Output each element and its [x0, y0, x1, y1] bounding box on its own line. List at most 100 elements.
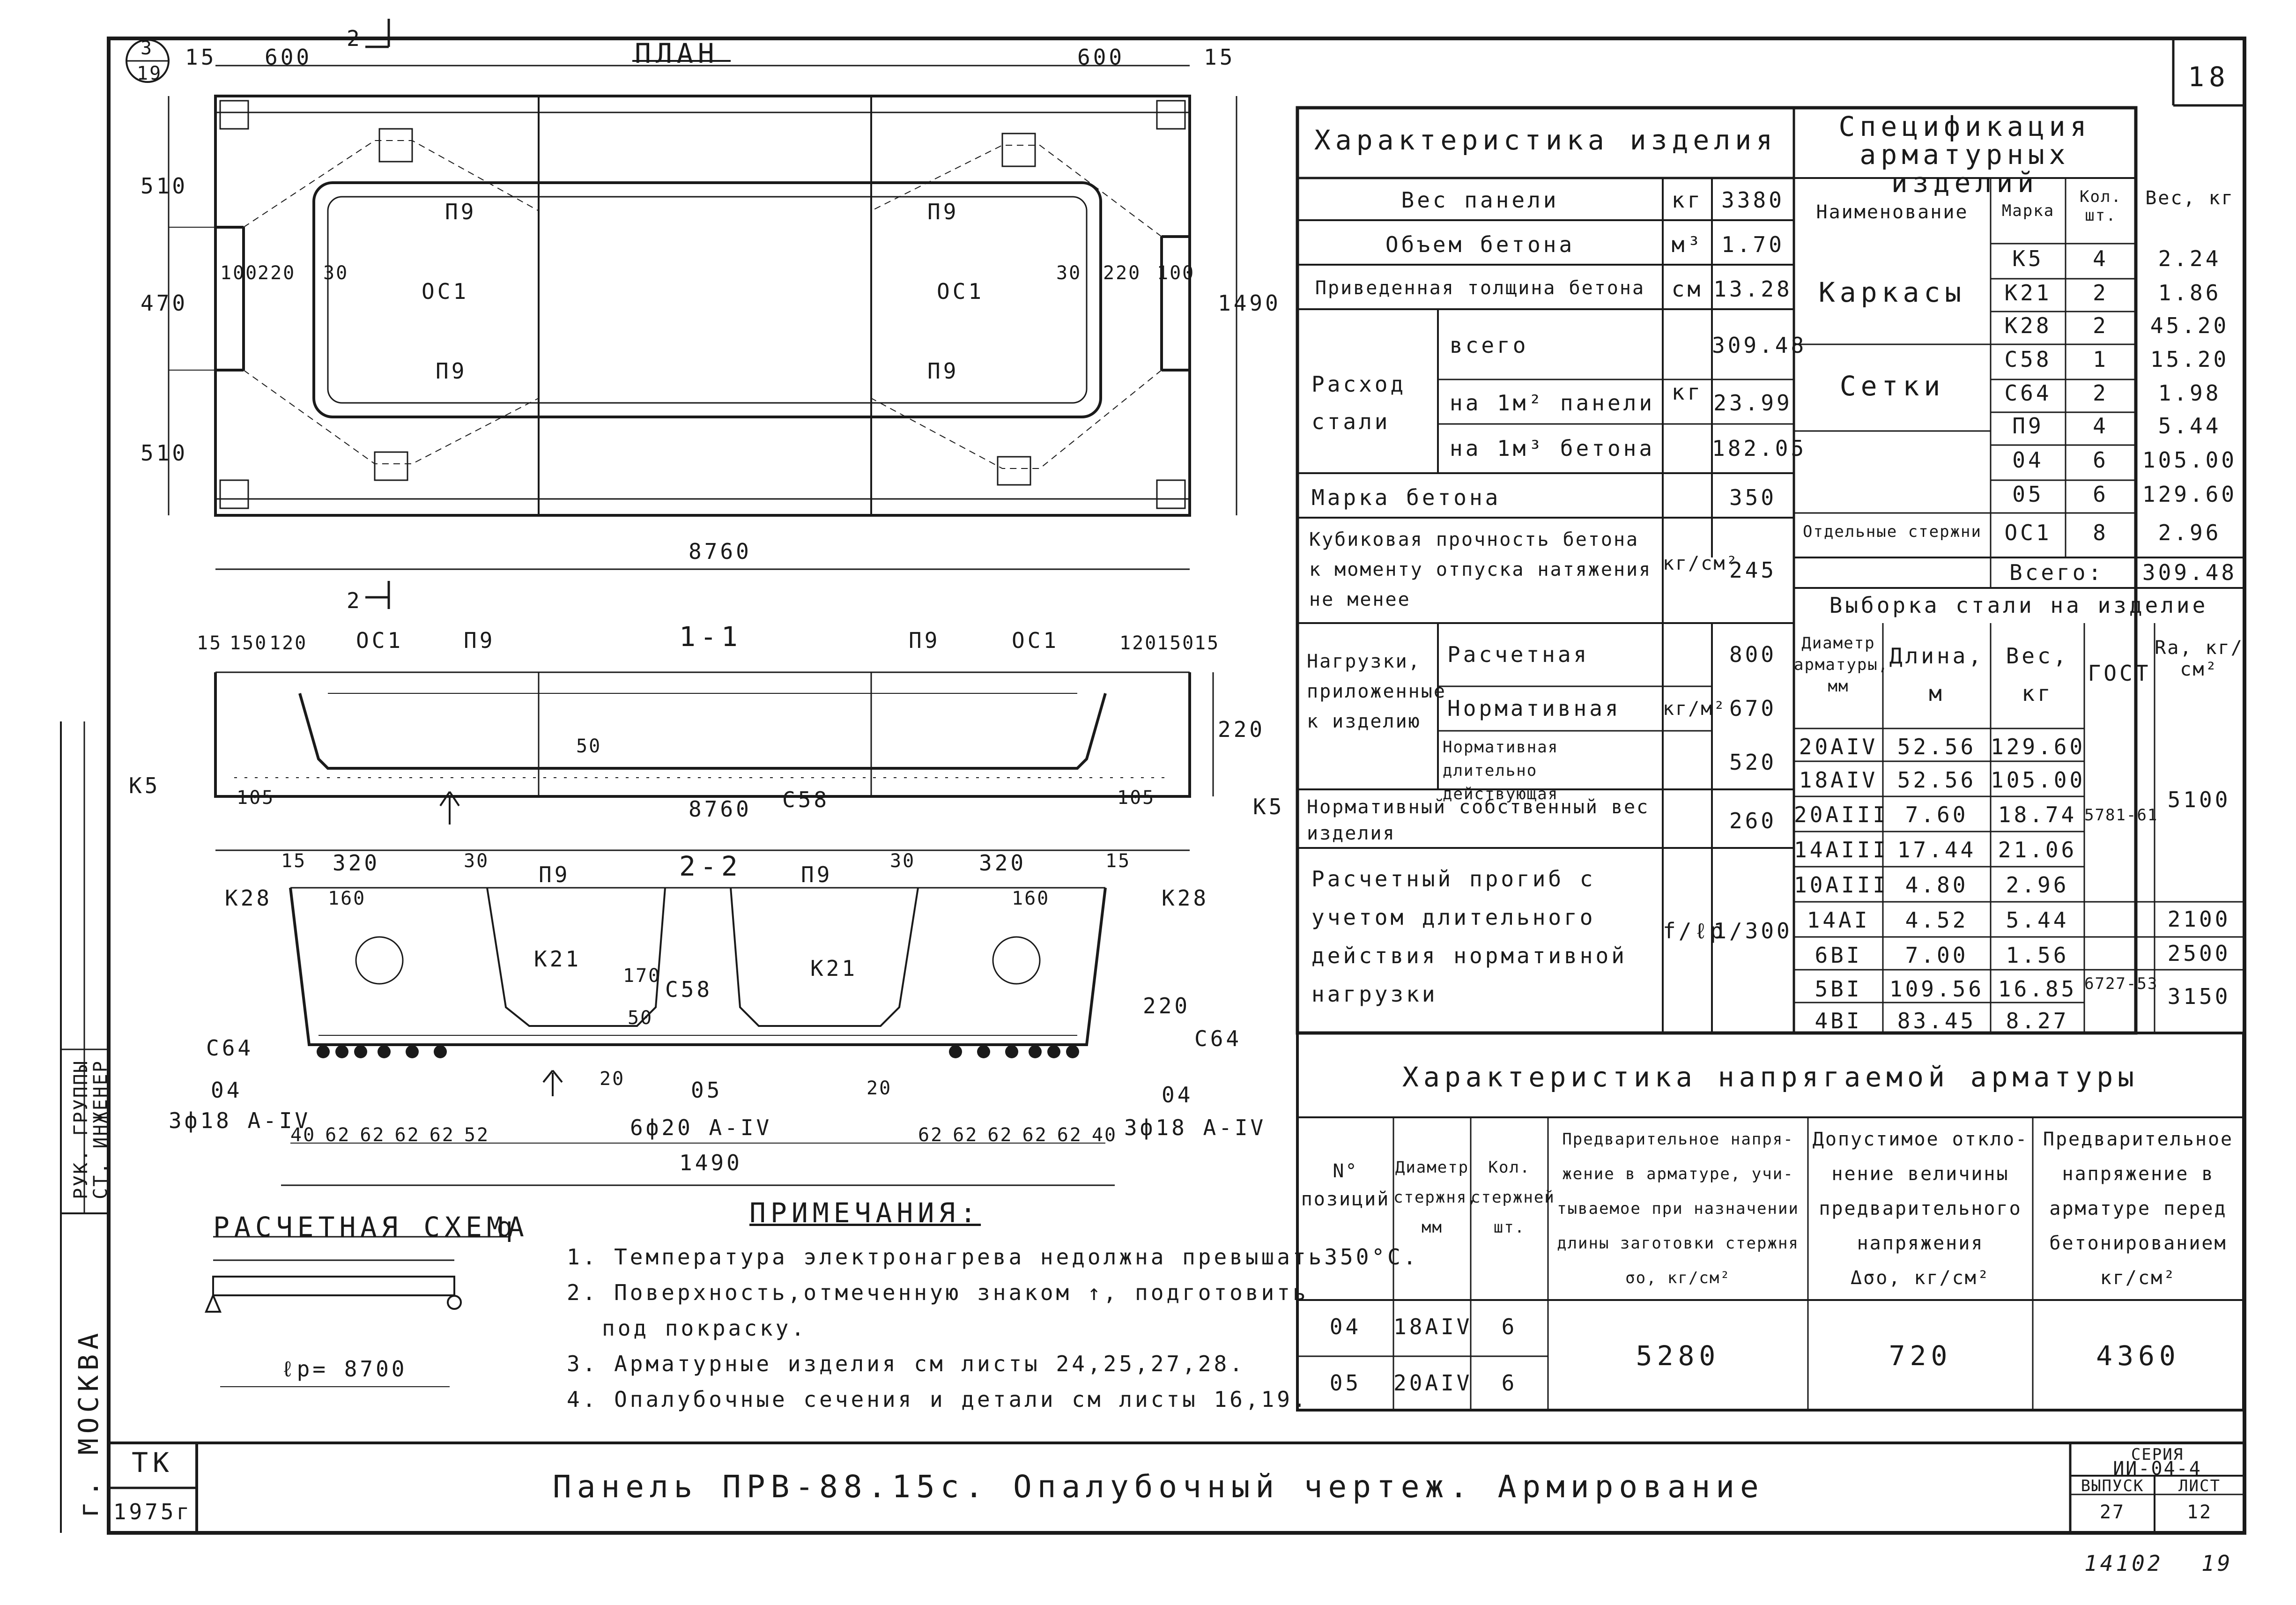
s22-bars-right: 3ф18 А-IV: [1124, 1115, 1267, 1140]
s11-label-p9-left: П9: [464, 628, 496, 653]
prestress-col-pos: N° позиций: [1297, 1157, 1393, 1213]
s22-spacing-r2: 62: [953, 1124, 978, 1146]
steel-d: 6ВI: [1815, 942, 1862, 968]
s22-spacing-l6: 52: [464, 1124, 490, 1146]
steel-d: 20АIII: [1794, 802, 1889, 827]
s22-dim-20-r: 20: [867, 1077, 892, 1099]
note-3: 3. Арматурные изделия см листы 24,25,27,…: [567, 1351, 1245, 1376]
spec-k28-mark: К28: [2004, 313, 2052, 338]
prestress-col-sigma: Предварительное напря- жение в арматуре,…: [1548, 1122, 1808, 1295]
title-main: Панель ПРВ-88.15с. Опалубочный чертеж. А…: [553, 1469, 1764, 1505]
steel-d: 18АIV: [1799, 767, 1878, 793]
char-unit-weight: кг: [1671, 187, 1703, 213]
char-steel-total: всего: [1450, 333, 1529, 358]
steel-ra-4: 3150: [2167, 984, 2231, 1009]
callout-top: 3: [141, 37, 154, 59]
steel-col-length: Длина, м: [1889, 643, 1985, 706]
prestress-col-pos-l2: позиций: [1301, 1189, 1390, 1210]
steel-col-diam: Диаметр арматуры, мм: [1794, 634, 1889, 696]
steel-w: 105.00: [1991, 767, 2086, 793]
steel-w: 16.85: [1998, 976, 2077, 1002]
s22-dim-50: 50: [628, 1007, 653, 1029]
spec-oc1-qty: 8: [2093, 520, 2109, 545]
prestress-col-before-l1: Предварительное: [2043, 1129, 2234, 1150]
prestress-col-delta-l3: предварительного: [1819, 1198, 2022, 1219]
sheet-number: 18: [2188, 61, 2230, 93]
prestress-col-delta-l2: нение величины: [1831, 1163, 2009, 1185]
spec-04-qty: 6: [2093, 447, 2109, 473]
s22-dim-1490: 1490: [679, 1150, 742, 1175]
prestress-col-before-l5: кг/см²: [2100, 1267, 2177, 1289]
s22-label-04-right: 04: [1162, 1082, 1193, 1107]
note-2: 2. Поверхность,отмеченную знаком ↑, подг…: [567, 1280, 1309, 1305]
prestress-col-delta-l4: напряжения: [1857, 1233, 1984, 1254]
steel-row: 18АIV 52.56 105.00: [1794, 763, 2084, 797]
spec-col-qty: Кол. шт.: [2080, 187, 2122, 225]
s22-label-c64-right: С64: [1194, 1026, 1242, 1051]
steel-gost-2: 6727-53: [2084, 974, 2158, 993]
plan-dim-8760: 8760: [689, 539, 752, 564]
s22-spacing-r3: 62: [987, 1124, 1013, 1146]
plan-dim-510-b: 510: [141, 440, 188, 466]
notes-title: ПРИМЕЧАНИЯ:: [749, 1197, 981, 1229]
footer-number: 14102: [2084, 1551, 2163, 1576]
s11-dim-150-r: 150: [1157, 632, 1195, 654]
s22-spacing-r4: 62: [1022, 1124, 1048, 1146]
plan-label-oc1-right: ОС1: [937, 279, 985, 304]
s22-dim-320-r: 320: [979, 850, 1027, 876]
spec-k5-qty: 4: [2093, 246, 2109, 271]
char-self-weight: Нормативный собственный вес изделия: [1307, 796, 1650, 844]
s22-dim-170: 170: [623, 965, 661, 987]
steel-row: 5ВI 109.56 16.85: [1794, 973, 2084, 1005]
s22-label-c58: С58: [665, 977, 713, 1002]
steel-l: 7.60: [1905, 802, 1969, 827]
spec-total-label: Всего:: [2009, 560, 2104, 585]
steel-w: 2.96: [2006, 872, 2069, 898]
footer-page: 19: [2201, 1551, 2233, 1576]
steel-row: 20АIV 52.56 129.60: [1794, 731, 2084, 763]
s11-label-c58: С58: [782, 787, 830, 812]
prestress-col-diam-l1: Диаметр: [1395, 1158, 1469, 1177]
s11-dim-8760: 8760: [689, 796, 752, 822]
steel-w: 5.44: [2006, 907, 2069, 933]
spec-oc1-weight: 2.96: [2158, 520, 2222, 545]
spec-col-weight: Вес, кг: [2145, 187, 2234, 209]
prestress-sigma: 5280: [1636, 1340, 1720, 1372]
s11-dim-220: 220: [1218, 717, 1266, 742]
steel-row: 20АIII 7.60 18.74: [1794, 797, 2084, 832]
s22-spacing-left: 40 62 62 62 62 52: [290, 1124, 489, 1146]
steel-d: 5ВI: [1815, 976, 1862, 1002]
s22-spacing-l2: 62: [325, 1124, 351, 1146]
s11-dim-120-r: 120: [1119, 632, 1158, 654]
s22-spacing-l4: 62: [394, 1124, 420, 1146]
plan-label-p9-1: П9: [445, 199, 477, 224]
s22-spacing-l3: 62: [360, 1124, 385, 1146]
s11-dim-150: 150: [230, 632, 268, 654]
s22-bars-left: 3ф18 А-IV: [169, 1108, 311, 1133]
s22-dim-20: 20: [600, 1068, 625, 1090]
steel-row: 14АIII 17.44 21.06: [1794, 832, 2084, 867]
title-org: ТК: [132, 1447, 174, 1479]
prestress-r1-qty: 6: [1501, 1314, 1518, 1339]
steel-w: 21.06: [1998, 837, 2077, 862]
s11-label-k5-right: К5: [1253, 794, 1285, 819]
plan-dim-600-right: 600: [1077, 45, 1125, 70]
spec-c58-weight: 15.20: [2150, 347, 2229, 372]
char-val-volume: 1.70: [1721, 232, 1785, 257]
spec-oc1-mark: ОС1: [2004, 520, 2052, 545]
spec-p9-weight: 5.44: [2158, 413, 2222, 438]
char-unit-thickness: см: [1671, 276, 1703, 302]
steel-d: 10АIII: [1794, 872, 1889, 898]
issue-value: 27: [2099, 1501, 2126, 1523]
spec-k21-mark: К21: [2004, 280, 2052, 305]
s22-label-k21-left: К21: [534, 946, 582, 972]
char-cube-unit: кг/см²: [1663, 553, 1739, 574]
plan-section-mark-b: 2: [347, 588, 363, 613]
plan-dim-1490: 1490: [1218, 290, 1281, 316]
spec-k5-weight: 2.24: [2158, 246, 2222, 271]
spec-group-bars: Отдельные стержни: [1803, 522, 1982, 541]
series-value: ИИ-04-4: [2113, 1458, 2202, 1479]
s22-spacing-r1: 62: [918, 1124, 944, 1146]
note-1: 1. Температура электронагрева недолжна п…: [567, 1244, 1419, 1270]
spec-k28-qty: 2: [2093, 313, 2109, 338]
